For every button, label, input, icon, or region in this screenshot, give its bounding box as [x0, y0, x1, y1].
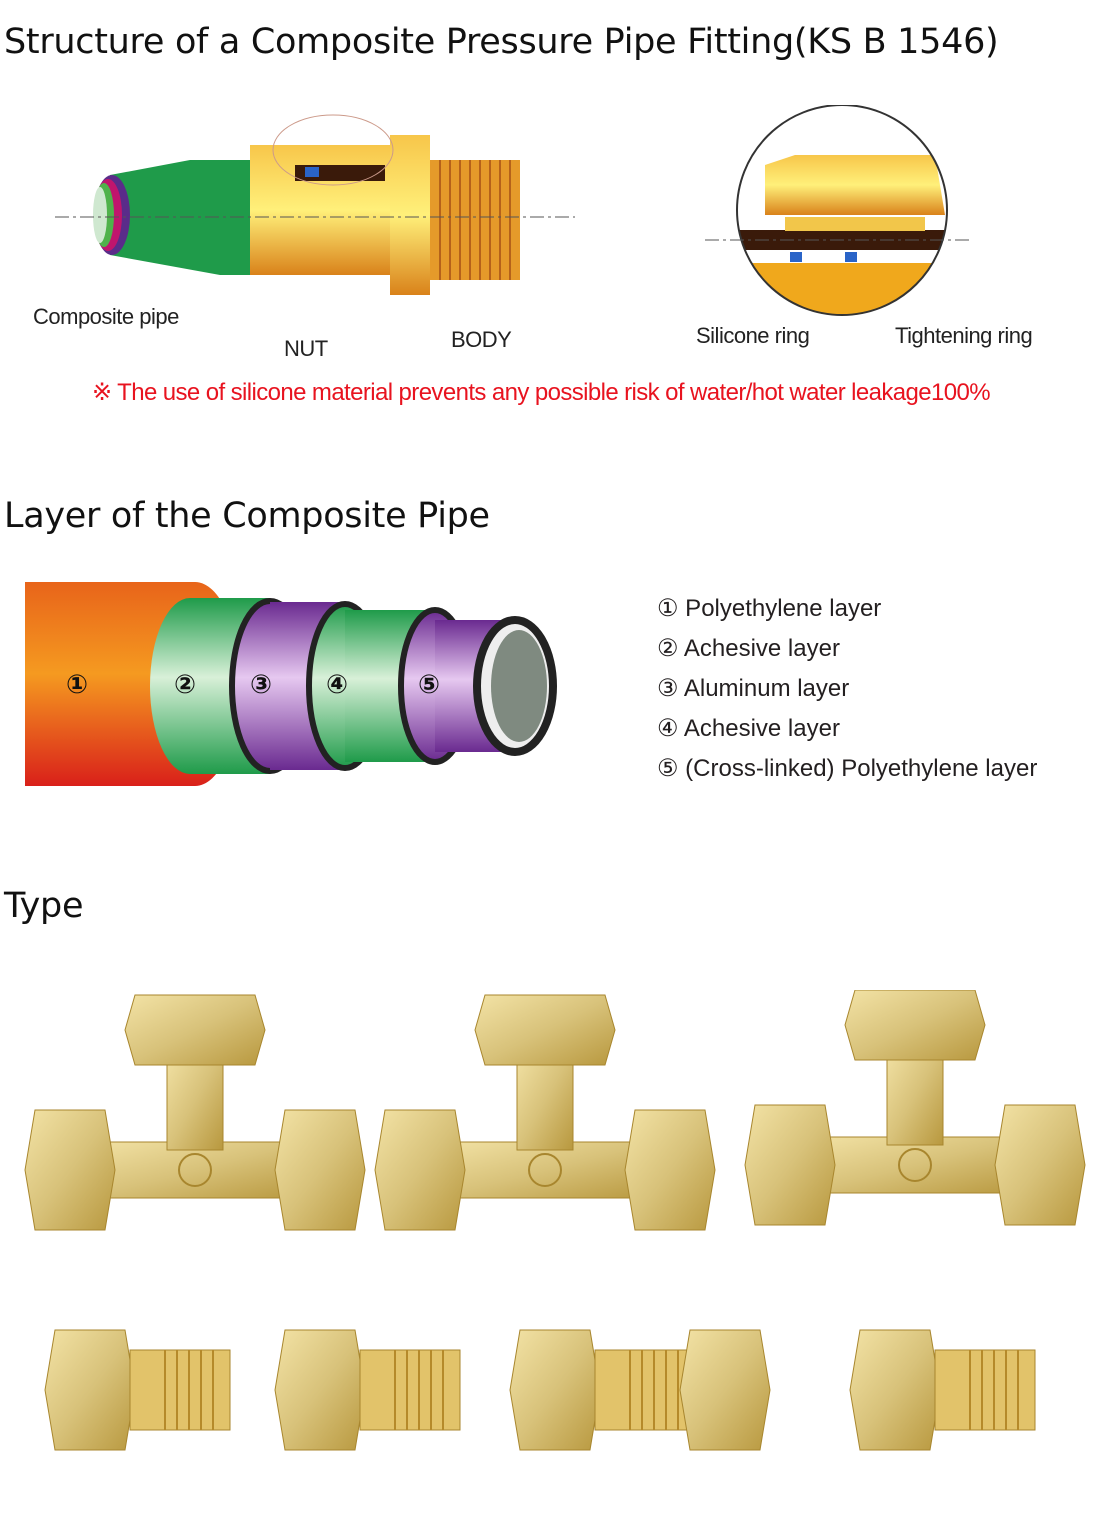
fitting-male-adapter-1 [44, 1329, 231, 1451]
layer-marker-1: ① [66, 670, 89, 700]
layer-item: ② Achesive layer [657, 635, 840, 662]
fitting-male-adapter-3 [849, 1329, 1036, 1451]
label-nut: NUT [284, 336, 328, 361]
fitting-coupling [509, 1329, 771, 1451]
layer-item: ⑤ (Cross-linked) Polyethylene layer [657, 755, 1038, 782]
fitting-types-gallery [24, 990, 1086, 1451]
structure-title: Structure of a Composite Pressure Pipe F… [4, 22, 999, 62]
layer-list: ① Polyethylene layer ② Achesive layer ③ … [657, 592, 1037, 792]
layer-marker-4: ④ [326, 670, 349, 700]
layers-title: Layer of the Composite Pipe [4, 496, 490, 536]
fitting-male-adapter-2 [274, 1329, 461, 1451]
fitting-tee-1 [24, 994, 366, 1231]
fitting-tee-2 [374, 994, 716, 1231]
fitting-tee-3 [744, 990, 1086, 1226]
label-body: BODY [451, 327, 512, 352]
label-silicone-ring: Silicone ring [696, 323, 810, 348]
layer-marker-2: ② [174, 670, 197, 700]
fitting-cross-section-illustration [55, 114, 575, 295]
type-title: Type [4, 886, 84, 926]
layer-item: ③ Aluminum layer [657, 675, 850, 702]
layer-item: ① Polyethylene layer [657, 595, 882, 622]
label-tightening-ring: Tightening ring [895, 323, 1033, 348]
silicone-ring-detail-illustration [705, 105, 970, 316]
composite-pipe-layers-illustration [25, 582, 557, 786]
label-composite-pipe: Composite pipe [33, 304, 179, 329]
layer-marker-5: ⑤ [418, 670, 441, 700]
leakage-note: ※ The use of silicone material prevents … [92, 379, 991, 406]
layer-item: ④ Achesive layer [657, 715, 840, 742]
layer-marker-3: ③ [250, 670, 273, 700]
